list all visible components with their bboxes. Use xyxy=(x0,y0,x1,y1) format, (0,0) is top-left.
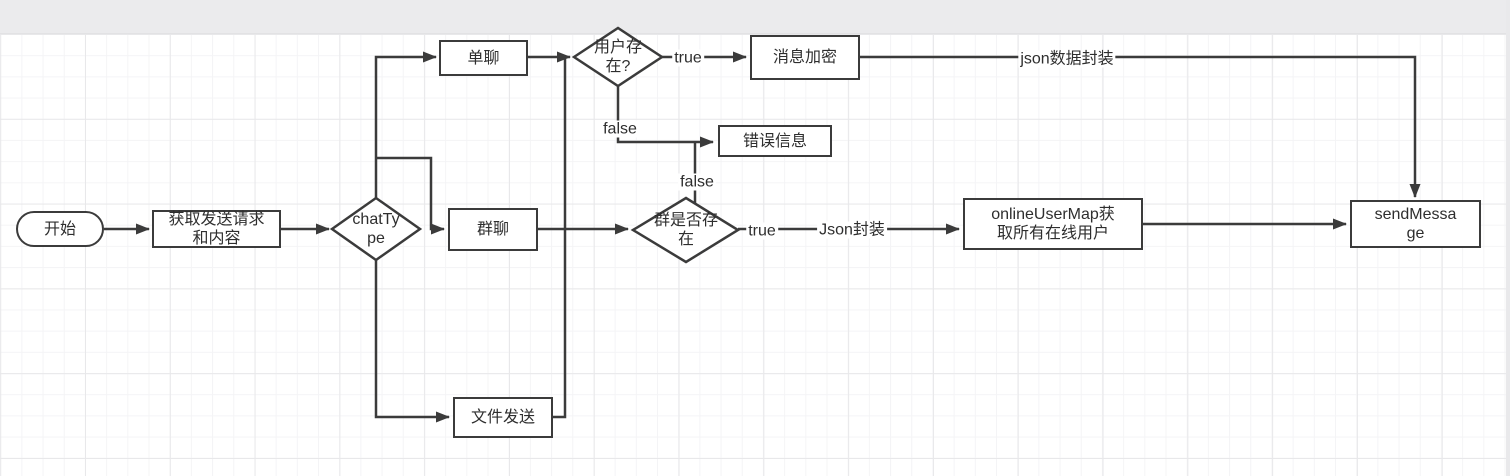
edge-label-json-data-wrap[interactable]: json数据封装 xyxy=(1018,50,1116,68)
node-get-request-label: 获取发送请求 和内容 xyxy=(168,211,265,247)
edge-label-group-exists-true[interactable]: true xyxy=(746,222,778,240)
edge-label-user-exists-false[interactable]: false xyxy=(601,120,639,138)
node-error-info-label: 错误信息 xyxy=(742,132,807,150)
node-online-user-map-label: onlineUserMap获 取所有在线用户 xyxy=(991,206,1115,242)
node-start[interactable]: 开始 xyxy=(16,211,104,247)
decision-user-exists[interactable] xyxy=(571,26,665,88)
edge-chat-type-to-group-chat[interactable] xyxy=(376,156,445,235)
edge-chat-type-to-single-chat[interactable] xyxy=(374,51,437,199)
decision-group-exists[interactable] xyxy=(630,196,741,264)
node-send-message[interactable]: sendMessa ge xyxy=(1350,200,1481,248)
decision-chat-type[interactable] xyxy=(329,196,423,262)
node-get-request[interactable]: 获取发送请求 和内容 xyxy=(152,210,281,248)
node-file-send[interactable]: 文件发送 xyxy=(453,397,553,438)
node-online-user-map[interactable]: onlineUserMap获 取所有在线用户 xyxy=(963,198,1143,250)
node-single-chat[interactable]: 单聊 xyxy=(439,40,528,76)
node-start-label: 开始 xyxy=(43,220,76,238)
edge-chat-type-to-file-send[interactable] xyxy=(374,260,450,423)
edge-label-group-exists-false[interactable]: false xyxy=(678,173,716,191)
grid-background xyxy=(0,33,1510,476)
node-file-send-label: 文件发送 xyxy=(470,409,535,426)
node-send-message-label: sendMessa ge xyxy=(1374,206,1457,242)
node-error-info[interactable]: 错误信息 xyxy=(718,125,832,157)
edge-user-exists-false-to-error-info[interactable] xyxy=(616,86,714,148)
edge-file-send-to-user-exists[interactable] xyxy=(552,58,567,419)
edge-msg-encrypt-to-send-message[interactable] xyxy=(860,55,1421,198)
node-msg-encrypt[interactable]: 消息加密 xyxy=(750,35,860,80)
node-single-chat-label: 单聊 xyxy=(467,49,500,67)
right-canvas-edge xyxy=(1506,0,1510,476)
node-msg-encrypt-label: 消息加密 xyxy=(772,49,837,66)
edge-label-user-exists-true[interactable]: true xyxy=(672,49,704,67)
top-chrome-bar xyxy=(0,0,1510,34)
node-group-chat[interactable]: 群聊 xyxy=(448,208,538,251)
edge-label-json-wrap[interactable]: Json封装 xyxy=(817,221,887,239)
node-group-chat-label: 群聊 xyxy=(476,221,509,238)
